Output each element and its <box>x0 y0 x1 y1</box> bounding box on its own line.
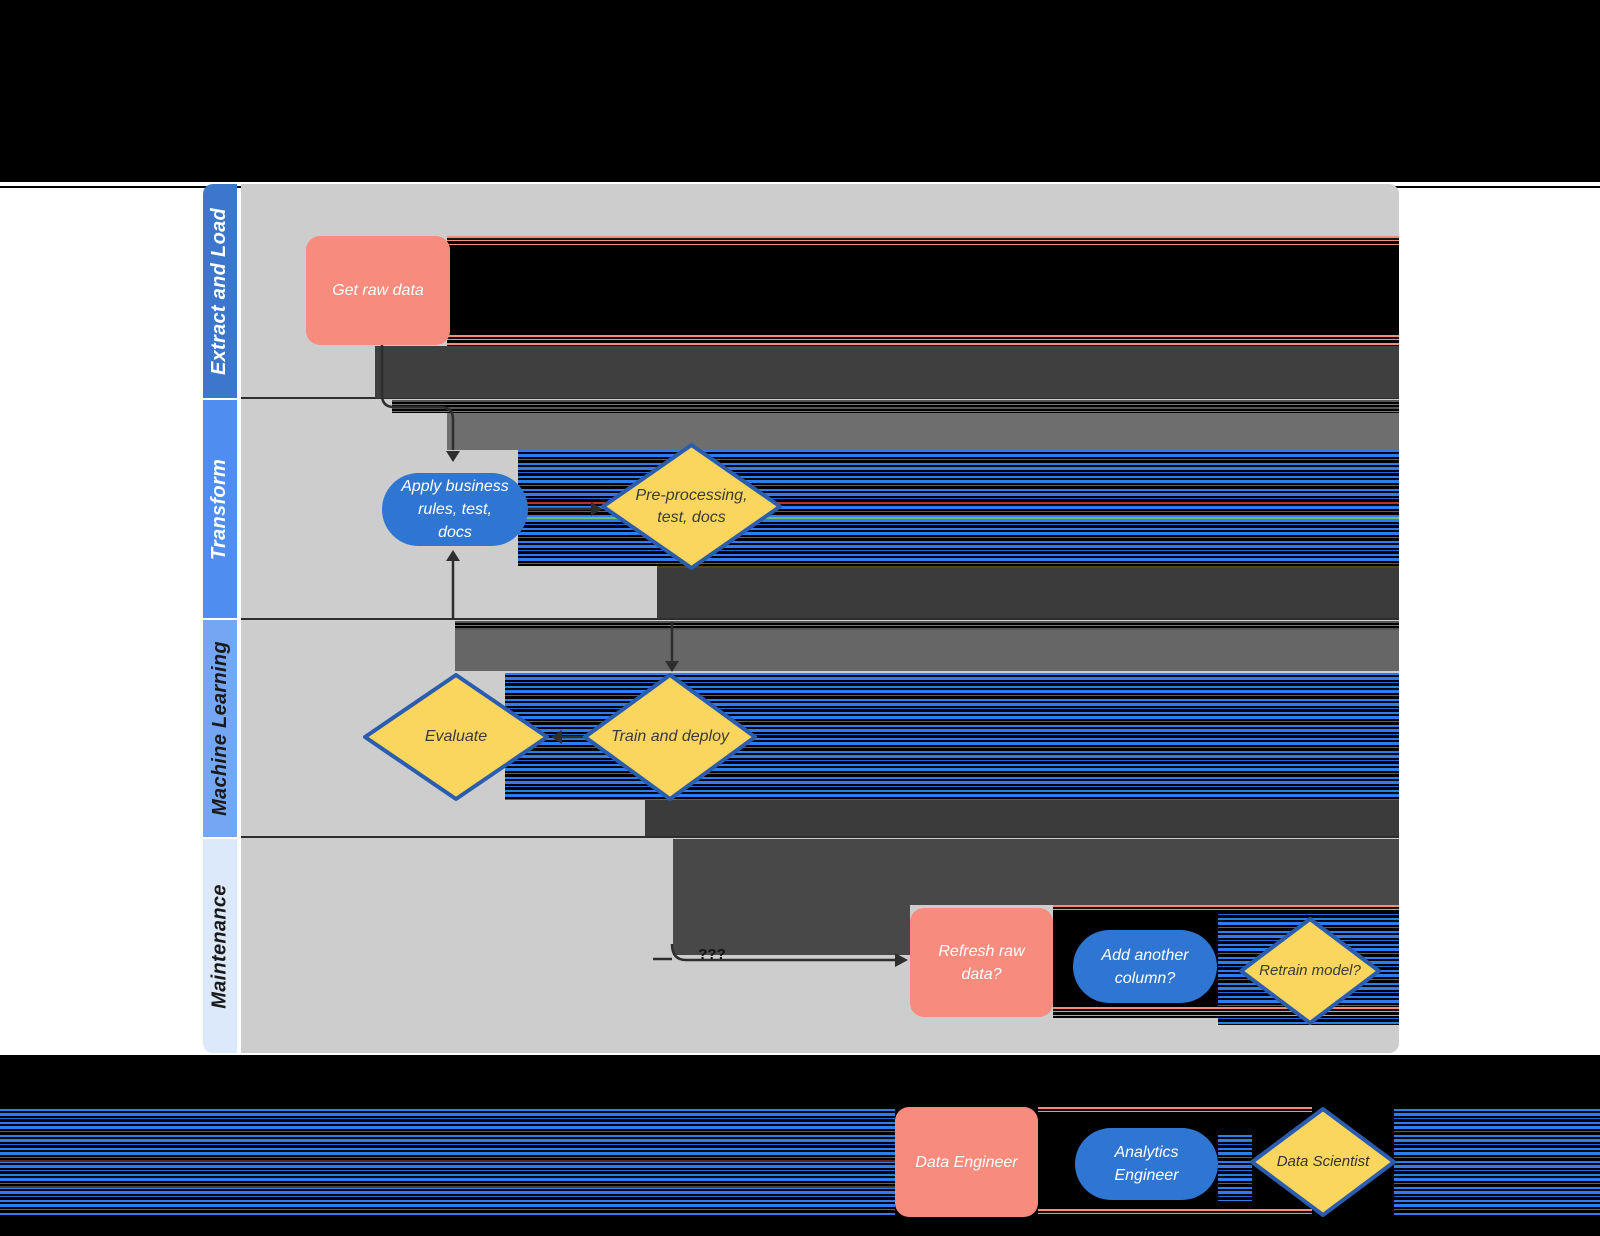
node-pre-processing-label: Pre-processing, test, docs <box>603 462 780 551</box>
top-black-band <box>0 0 1600 182</box>
glitch-stripes <box>447 335 1399 346</box>
label-line: data? <box>961 965 1002 983</box>
edge-label-unknown: ??? <box>688 946 736 966</box>
arrowhead-up-icon <box>446 550 460 561</box>
label-line: Data Scientist <box>1276 1153 1370 1170</box>
glitch-stripes <box>1394 1109 1600 1215</box>
edge-label-text: ??? <box>698 946 726 963</box>
node-refresh-raw-data: Refresh raw data? <box>910 908 1053 1017</box>
glitch-stripes <box>1038 1107 1312 1115</box>
label-line: Pre-processing, <box>635 486 748 504</box>
node-get-raw-data: Get raw data <box>306 236 450 345</box>
node-retrain-model-label: Retrain model? <box>1241 946 1379 996</box>
legend-analytics-engineer-label: Analytics Engineer <box>1114 1141 1178 1187</box>
arrow-get-raw-to-apply <box>380 344 455 450</box>
glitch-black-block <box>447 236 1399 346</box>
node-refresh-raw-data-label: Refresh raw data? <box>938 940 1024 986</box>
glitch-stripes <box>1218 1135 1252 1201</box>
label-line: Engineer <box>1114 1167 1179 1184</box>
glitch-accent-line <box>0 1186 895 1188</box>
label-line: Train and deploy <box>611 728 729 745</box>
lane-separator <box>241 397 1399 399</box>
node-add-another-column: Add another column? <box>1073 930 1217 1003</box>
lane-header-maintenance: Maintenance <box>203 839 237 1053</box>
node-retrain-model-shape <box>1239 917 1381 1025</box>
label-line: column? <box>1114 969 1176 987</box>
glitch-accent-line <box>518 517 1399 519</box>
node-apply-business-rules-label: Apply business rules, test, docs <box>401 475 509 544</box>
label-lines: Pre-processing, test, docs <box>635 485 747 529</box>
glitch-gray-band <box>447 413 1399 450</box>
glitch-stripes <box>455 621 1399 630</box>
glitch-stripes <box>1038 1209 1312 1217</box>
glitch-stripes <box>447 236 1399 245</box>
label-line: Apply business <box>401 478 509 495</box>
node-add-another-column-label: Add another column? <box>1101 944 1188 990</box>
node-apply-business-rules: Apply business rules, test, docs <box>382 473 528 546</box>
glitch-gray-band <box>455 630 1399 671</box>
node-evaluate-label: Evaluate <box>365 712 547 762</box>
glitch-gray-band <box>645 800 1399 836</box>
glitch-stripes <box>392 400 1399 413</box>
glitch-stripes <box>1053 905 1399 913</box>
label-line: Retrain model? <box>1259 962 1361 979</box>
legend-data-scientist-label: Data Scientist <box>1252 1137 1394 1187</box>
lane-separator <box>241 836 1399 838</box>
label-line: test, docs <box>657 508 726 526</box>
node-pre-processing-shape <box>601 443 782 570</box>
lane-header-extract-and-load: Extract and Load <box>203 184 237 398</box>
label-line: rules, test, <box>418 501 492 518</box>
node-get-raw-data-label: Get raw data <box>332 282 424 299</box>
arrow-to-refresh-raw-data <box>653 943 895 962</box>
legend-analytics-engineer: Analytics Engineer <box>1075 1128 1218 1200</box>
node-train-and-deploy-label: Train and deploy <box>575 712 765 762</box>
glitch-accent-line <box>518 502 1399 504</box>
label-line: Evaluate <box>424 728 488 745</box>
glitch-gray-band <box>673 839 1399 905</box>
lane-separator <box>241 618 1399 620</box>
arrowhead-down-icon <box>665 661 679 672</box>
lane-header-machine-learning: Machine Learning <box>203 620 237 837</box>
lane-header-transform: Transform <box>203 400 237 618</box>
label-line: docs <box>438 524 472 541</box>
label-line: Add another <box>1101 946 1189 964</box>
legend-data-scientist-shape <box>1250 1107 1396 1217</box>
legend-data-engineer-label: Data Engineer <box>915 1153 1018 1171</box>
arrowhead-right-icon <box>895 953 908 967</box>
label-line: Analytics <box>1114 1144 1179 1161</box>
arrowhead-down-icon <box>446 451 460 462</box>
node-evaluate-shape <box>363 673 549 801</box>
glitch-accent-line <box>0 1160 895 1162</box>
glitch-accent-line <box>657 566 1399 568</box>
glitch-gray-band <box>657 566 1399 618</box>
label-line: Refresh raw <box>938 942 1025 960</box>
legend-data-engineer: Data Engineer <box>895 1107 1038 1217</box>
arrowhead-right-icon <box>591 502 602 516</box>
arrowhead-left-icon <box>551 730 562 744</box>
glitch-gray-band <box>673 903 910 955</box>
glitch-stripes <box>0 1109 895 1215</box>
node-train-and-deploy-shape <box>583 673 757 801</box>
glitch-gray-band <box>375 346 1399 398</box>
glitch-stripes <box>1053 1007 1399 1016</box>
